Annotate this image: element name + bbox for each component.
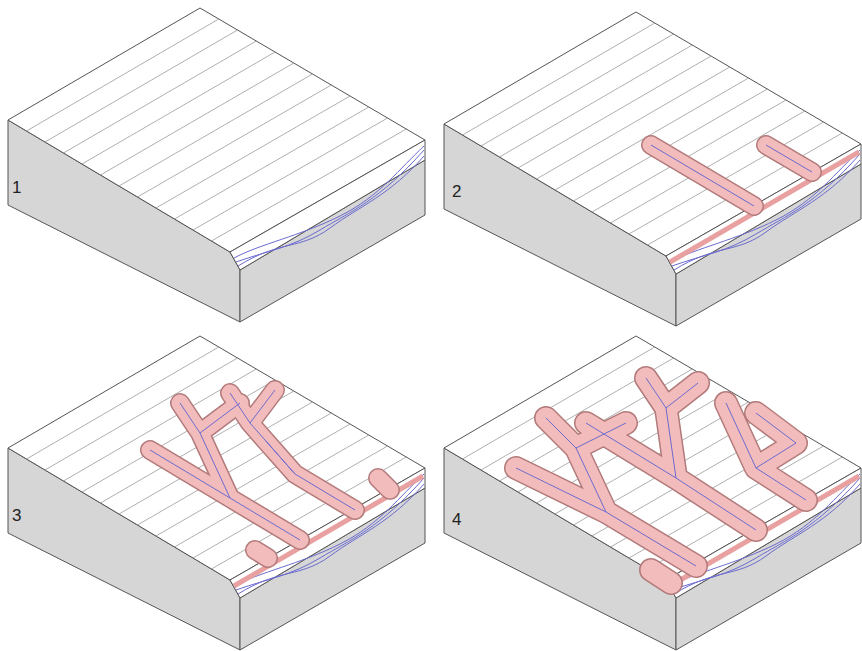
panel-number: 3: [12, 506, 21, 526]
panel-number: 2: [452, 182, 461, 202]
panel-number: 4: [452, 510, 461, 530]
panel-number: 1: [12, 178, 21, 198]
